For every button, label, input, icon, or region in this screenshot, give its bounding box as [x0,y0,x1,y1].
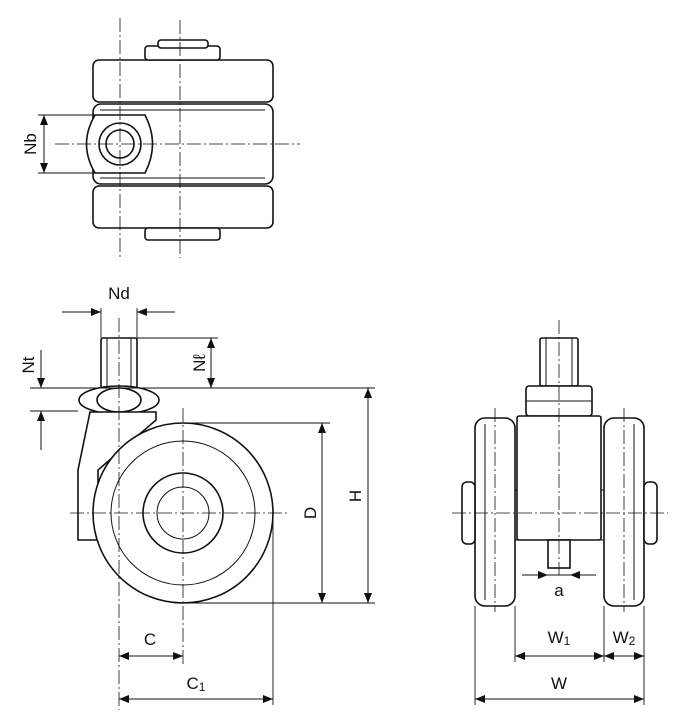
label-c: C [144,630,156,649]
label-h: H [346,490,365,502]
label-nt: Nt [19,356,38,373]
front-view-right-wheel [603,417,645,607]
label-w2: W2 [613,628,636,648]
side-view: Nd Nt Nℓ D H C C1 [19,284,375,710]
label-c1: C1 [187,674,206,694]
label-d: D [301,507,320,519]
top-view: Nb [21,18,300,258]
label-w: W [551,674,567,693]
label-w1: W1 [548,628,571,648]
label-nb: Nb [21,133,40,155]
label-nl: Nℓ [190,354,209,372]
label-a: a [554,581,564,600]
front-view: a W1 W2 W [452,320,668,705]
front-view-left-wheel [474,417,516,607]
label-nd: Nd [108,284,130,303]
